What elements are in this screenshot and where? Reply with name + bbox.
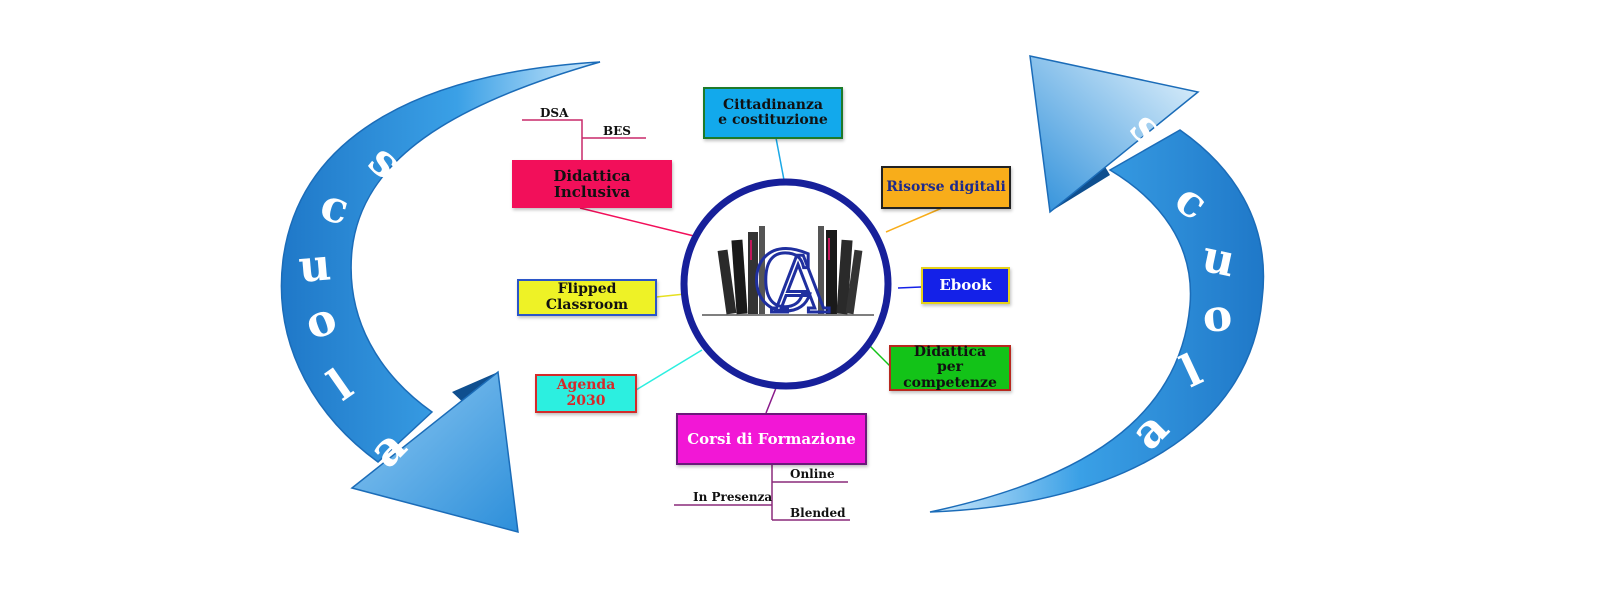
node-agenda-2030[interactable]: Agenda 2030 <box>535 374 637 413</box>
node-ebook[interactable]: Ebook <box>921 267 1010 304</box>
branch-dsa <box>522 119 583 160</box>
node-corsi-formazione-label: Corsi di Formazione <box>687 429 856 448</box>
connector-risorse <box>885 207 943 233</box>
node-didattica-competenze[interactable]: Didattica per competenze <box>889 343 1011 391</box>
node-didattica-competenze-line2: per competenze <box>903 359 997 391</box>
node-didattica-inclusiva-label: Didattica Inclusiva <box>553 166 631 201</box>
connector-flipped <box>655 293 686 298</box>
node-flipped-classroom[interactable]: Flipped Classroom <box>517 279 657 316</box>
right-arrow-body <box>929 129 1265 513</box>
connector-agenda <box>635 349 703 391</box>
subtopic-bes[interactable]: BES <box>603 124 631 138</box>
central-logo: C A <box>680 178 892 390</box>
node-agenda-2030-label: Agenda 2030 <box>556 377 616 409</box>
connector-inclusiva <box>579 207 695 237</box>
node-cittadinanza-line1: Cittadinanza <box>722 96 824 113</box>
logo-letter-a: A <box>771 241 830 331</box>
node-cittadinanza[interactable]: Cittadinanza e costituzione <box>703 87 843 139</box>
connector-ebook <box>897 286 922 289</box>
node-risorse-digitali-label: Risorse digitali <box>886 178 1006 195</box>
connector-competenze <box>869 345 891 367</box>
node-didattica-competenze-line1: Didattica <box>913 343 987 360</box>
books-right-icon <box>818 226 863 315</box>
subtopic-in-presenza[interactable]: In Presenza <box>693 490 773 504</box>
node-risorse-digitali[interactable]: Risorse digitali <box>881 166 1011 209</box>
subtopic-dsa[interactable]: DSA <box>540 106 569 120</box>
connectors <box>579 137 943 414</box>
node-corsi-formazione[interactable]: Corsi di Formazione <box>676 413 867 465</box>
subtopic-branches <box>522 119 850 521</box>
subtopic-online[interactable]: Online <box>790 467 835 481</box>
connector-cittadinanza <box>775 137 785 181</box>
node-didattica-inclusiva[interactable]: Didattica Inclusiva <box>512 160 672 208</box>
right-letter-3: o <box>1201 290 1235 343</box>
left-arrow-head <box>350 370 519 534</box>
right-arrow-head <box>1029 55 1200 214</box>
node-cittadinanza-line2: e costituzione <box>718 112 828 128</box>
subtopic-blended[interactable]: Blended <box>790 506 846 520</box>
left-arrow-body <box>280 61 601 463</box>
left-cycle-arrow: s c u o l a <box>280 61 601 534</box>
logo-letter-c: C <box>752 235 815 330</box>
books-left-icon <box>717 226 765 315</box>
node-flipped-classroom-label: Flipped Classroom <box>545 281 629 313</box>
node-ebook-label: Ebook <box>939 276 992 295</box>
left-letter-2: u <box>297 239 333 293</box>
connector-corsi <box>765 387 777 414</box>
right-cycle-arrow: s c u o l a <box>929 55 1265 513</box>
